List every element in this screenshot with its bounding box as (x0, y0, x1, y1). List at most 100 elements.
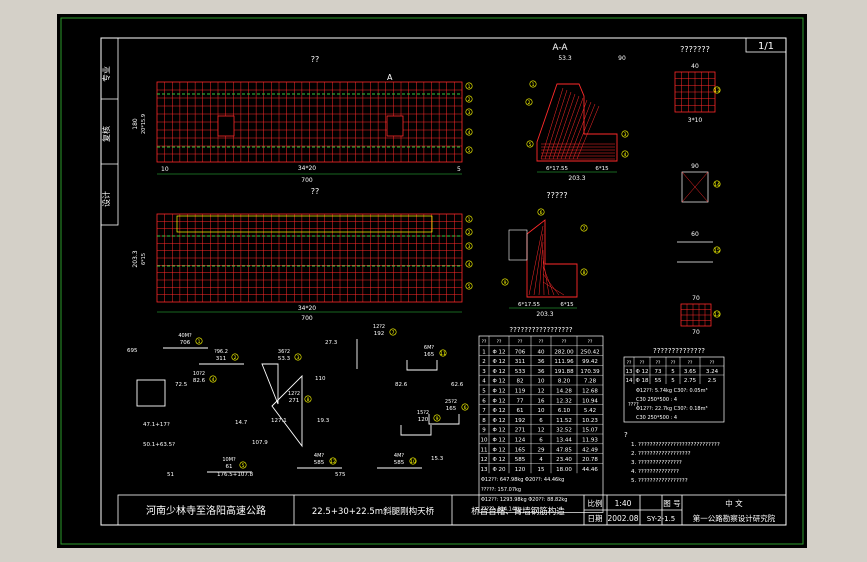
bar-shape-count: 10M? (222, 457, 236, 463)
bar-mark-label: 11 (440, 351, 446, 357)
bar-dim-label: 19.3 (317, 418, 330, 424)
rebar-table-title: ????????????????? (509, 326, 572, 334)
rebar-table-cell: 4 (539, 457, 543, 463)
rebar-table-cell: Φ 12 (492, 359, 505, 365)
rebar-table-cell: 29 (538, 447, 545, 453)
bar-mark-circle (294, 353, 302, 361)
section-a-dim: 6*17.55 (546, 166, 568, 172)
bar-mark-label: 6 (540, 210, 543, 216)
bar-mark-circle (526, 140, 534, 148)
bar-mark-circle (465, 108, 473, 116)
margin-strip: 专业 复核 设计 (100, 37, 119, 226)
small-table-cell: 3.65 (684, 369, 697, 375)
rebar-table-cell: 61 (517, 408, 524, 414)
bar-dim-label: 107.9 (252, 440, 268, 446)
bar-dim-label: 51 (167, 472, 174, 478)
rebar-table-cell: Φ 12 (492, 418, 505, 424)
small-table-header: ?? (710, 360, 715, 366)
rebar-table-cell: 533 (515, 369, 526, 375)
bar-mark-label: 3 (468, 110, 471, 116)
rebar-table-cell: 250.42 (580, 349, 599, 355)
detail-dim: 70 (692, 329, 700, 336)
rebar-table-cell: 10 (538, 379, 545, 385)
bottom-total-len: 700 (301, 315, 313, 322)
bar-mark-circle (465, 146, 473, 154)
bar-dim-label: 176.5+107.8 (217, 472, 254, 478)
bar-mark-circle (525, 98, 533, 106)
bar-mark-label: 2 (468, 97, 471, 103)
small-table-note: C30 250*500 : 4 (636, 397, 677, 403)
section-a-bar (556, 95, 580, 160)
rebar-table-cell: Φ 12 (492, 408, 505, 414)
section-a-bar (544, 89, 568, 160)
margin-label-3: 设计 (101, 191, 111, 207)
bar-dim-label: 47.1+17? (143, 422, 170, 428)
rebar-table-header: ?? (482, 339, 487, 345)
detail-dim: 90 (691, 163, 699, 170)
rebar-table-cell: 20.78 (582, 457, 598, 463)
bar-mark-label: 8 (307, 397, 310, 403)
small-table-cell: 2.75 (684, 378, 697, 384)
bar-shape-count: 15?2 (417, 410, 429, 416)
section-b-bar (528, 225, 544, 296)
rebar-table-cell: 11.93 (582, 438, 598, 444)
bar-shape-len: 53.3 (278, 356, 291, 362)
bar-mark-label: 1 (468, 217, 471, 223)
rebar-table-cell: 77 (517, 398, 524, 404)
section-b-bar (533, 233, 544, 296)
bar-mark-circle (195, 337, 203, 345)
bar-shape-count: 4M? (314, 453, 324, 459)
rebar-table-cell: Φ 12 (492, 438, 505, 444)
rebar-table-header: ?? (518, 339, 523, 345)
bar-mark-label: 9 (504, 280, 507, 286)
section-mark: A (387, 73, 393, 82)
date-value: 2002.08 (607, 514, 638, 523)
small-table-note: C30 250*500 : 4 (636, 415, 677, 421)
bar-mark-circle (329, 457, 337, 465)
rebar-table-cell: 12.32 (556, 398, 572, 404)
small-table-header: ?? (688, 360, 693, 366)
bar-mark-label: 13 (714, 312, 720, 318)
small-table-note: Φ12??: 5.74kg C30?: 0.05m³ (636, 388, 707, 394)
rebar-table-summary: ?????: 314.14kg (481, 507, 521, 513)
bar-shape-count: 12?2 (288, 391, 300, 397)
rebar-table-cell: 47.85 (556, 447, 572, 453)
bar-dim-label: 82.6 (395, 382, 408, 388)
bar-mark-label: 3 (624, 132, 627, 138)
bar-mark-circle (461, 403, 469, 411)
small-table-frame (623, 356, 725, 423)
bar-mark-label: 9 (436, 416, 439, 422)
notes-block: ? 1. ????????????????????????????2. ????… (624, 431, 720, 484)
rebar-table-cell: 6 (539, 438, 543, 444)
top-elevation-title: ?? (311, 55, 320, 64)
rebar-table-cell: Φ 12 (492, 428, 505, 434)
rebar-table-cell: 13.44 (556, 438, 572, 444)
rebar-table-header: ?? (562, 339, 567, 345)
section-b-bar (542, 249, 545, 296)
note-item: 3. ??????????????? (631, 460, 682, 466)
bar-mark-circle (537, 208, 545, 216)
top-height-dim: 20*15.9 (141, 114, 147, 134)
bar-mark-circle (621, 130, 629, 138)
note-item: 1. ???????????????????????????? (631, 442, 720, 448)
bar-mark-label: 5 (242, 463, 245, 469)
figure-value: SY-2-1.5 (647, 515, 676, 523)
note-item: 4. ?????????????? (631, 469, 679, 475)
bar-mark-label: 2 (234, 355, 237, 361)
bar-mark-label: 5 (468, 148, 471, 154)
rebar-table-cell: Φ 12 (492, 349, 505, 355)
bar-mark-circle (439, 349, 447, 357)
bar-shape-len: 585 (394, 460, 405, 466)
bar-shape-len: 706 (180, 340, 191, 346)
bar-mark-circle (465, 82, 473, 90)
bar-mark-label: 12 (330, 459, 336, 465)
rebar-table-cell: 7.28 (584, 379, 597, 385)
bar-mark-circle (713, 86, 721, 94)
bar-mark-label: 1 (198, 339, 201, 345)
section-a-bar (552, 93, 576, 160)
section-b-title: ????? (546, 191, 567, 200)
